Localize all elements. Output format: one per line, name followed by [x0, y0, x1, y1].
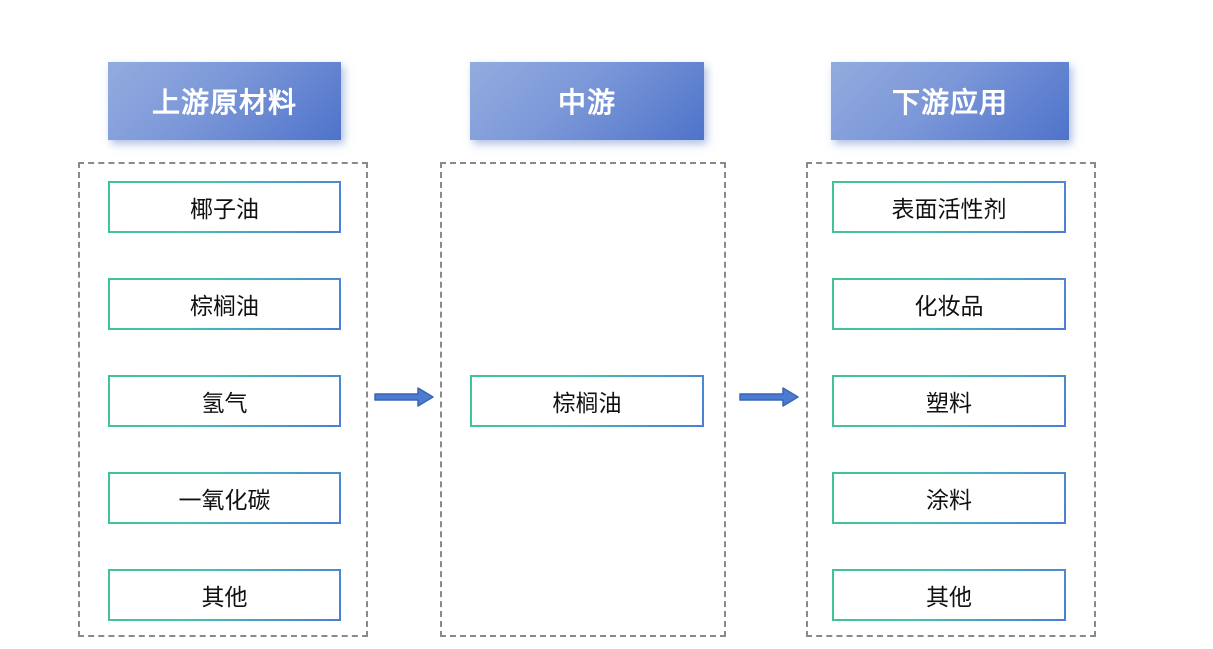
upstream-item-hydrogen-label: 氢气 [110, 377, 339, 425]
downstream-item-other-label: 其他 [834, 571, 1064, 619]
downstream-item-other: 其他 [832, 569, 1066, 621]
upstream-group-container [78, 162, 368, 637]
header-downstream-label: 下游应用 [891, 87, 1008, 118]
upstream-item-hydrogen: 氢气 [108, 375, 341, 427]
upstream-item-coconut-oil: 椰子油 [108, 181, 341, 233]
header-downstream: 下游应用 [831, 62, 1069, 140]
downstream-item-surfactant: 表面活性剂 [832, 181, 1066, 233]
right-arrow-icon [374, 387, 434, 407]
downstream-item-cosmetics-label: 化妆品 [834, 280, 1064, 328]
downstream-item-surfactant-label: 表面活性剂 [834, 183, 1064, 231]
upstream-item-other: 其他 [108, 569, 341, 621]
midstream-item-palm-oil: 棕榈油 [470, 375, 704, 427]
downstream-item-coatings: 涂料 [832, 472, 1066, 524]
header-upstream: 上游原材料 [108, 62, 341, 140]
header-upstream-label: 上游原材料 [151, 87, 297, 118]
downstream-item-plastics: 塑料 [832, 375, 1066, 427]
downstream-group-container [806, 162, 1096, 637]
upstream-item-carbon-monoxide: 一氧化碳 [108, 472, 341, 524]
downstream-item-cosmetics: 化妆品 [832, 278, 1066, 330]
downstream-item-plastics-label: 塑料 [834, 377, 1064, 425]
right-arrow-icon [739, 387, 799, 407]
header-midstream-label: 中游 [557, 87, 616, 118]
header-midstream: 中游 [470, 62, 704, 140]
upstream-item-other-label: 其他 [110, 571, 339, 619]
downstream-item-coatings-label: 涂料 [834, 474, 1064, 522]
upstream-item-palm-oil: 棕榈油 [108, 278, 341, 330]
upstream-item-coconut-oil-label: 椰子油 [110, 183, 339, 231]
midstream-group-container [440, 162, 726, 637]
midstream-item-palm-oil-label: 棕榈油 [472, 377, 702, 425]
upstream-item-palm-oil-label: 棕榈油 [110, 280, 339, 328]
upstream-item-carbon-monoxide-label: 一氧化碳 [110, 474, 339, 522]
